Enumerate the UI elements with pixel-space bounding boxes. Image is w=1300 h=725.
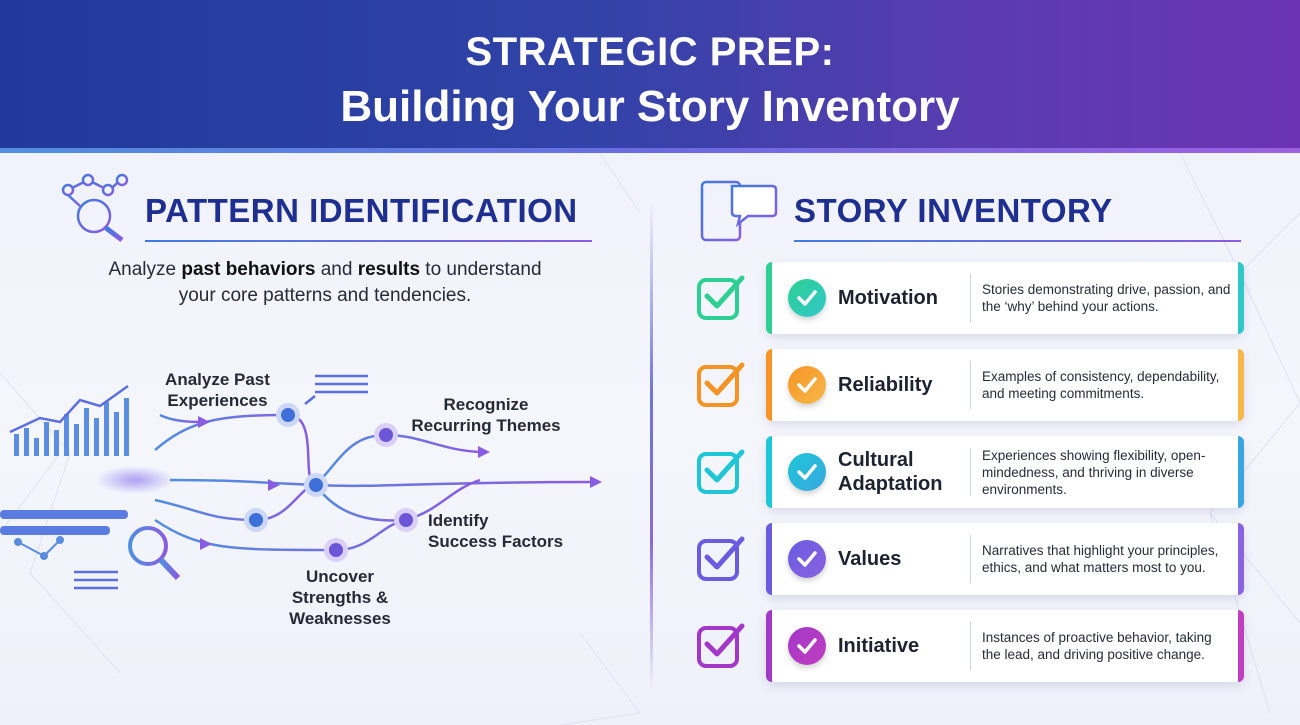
story-name: Reliability — [838, 374, 933, 396]
story-card: Cultural Adaptation Experiences showing f… — [766, 436, 1244, 508]
story-row-values: Values Narratives that highlight your pri… — [696, 523, 1246, 595]
checkbox-icon — [697, 275, 745, 320]
card-accent-left — [766, 523, 772, 595]
story-description: Narratives that highlight your principle… — [982, 543, 1219, 575]
header-banner: STRATEGIC PREP: Building Your Story Inve… — [0, 0, 1300, 148]
card-accent-right — [1238, 262, 1244, 334]
story-description: Instances of proactive behavior, taking … — [982, 630, 1212, 662]
story-name: Motivation — [838, 287, 938, 309]
story-description: Experiences showing flexibility, open-mi… — [982, 447, 1206, 497]
card-accent-right — [1238, 523, 1244, 595]
card-separator — [970, 361, 971, 409]
card-accent-left — [766, 349, 772, 421]
story-card: Reliability Examples of consistency, depe… — [766, 349, 1244, 421]
magnifier-icon — [128, 526, 181, 581]
pattern-identification-title: PATTERN IDENTIFICATION — [145, 192, 578, 229]
story-name: Initiative — [838, 635, 920, 657]
story-name: Values — [838, 548, 902, 570]
checkbox-icon — [697, 536, 745, 581]
check-circle-icon — [788, 627, 826, 665]
card-accent-left — [766, 262, 772, 334]
story-row-initiative: Initiative Instances of proactive behavio… — [696, 610, 1246, 682]
story-row-cultural-adaptation: Cultural Adaptation Experiences showing f… — [696, 436, 1246, 508]
card-separator — [970, 274, 971, 322]
checkbox-icon — [697, 362, 745, 407]
story-inventory-title: STORY INVENTORY — [794, 192, 1113, 229]
story-card: Motivation Stories demonstrating drive, p… — [766, 262, 1244, 334]
page-title-line1: STRATEGIC PREP: — [465, 30, 835, 74]
card-accent-right — [1238, 610, 1244, 682]
header-accent-line — [0, 148, 1300, 153]
card-separator — [970, 448, 971, 496]
story-title-underline — [794, 240, 1241, 242]
pattern-intro-text: Analyze past behaviors and results to un… — [108, 259, 542, 306]
section-divider — [650, 200, 653, 690]
check-circle-icon — [788, 453, 826, 491]
story-name: Cultural Adaptation — [838, 449, 943, 495]
card-accent-left — [766, 610, 772, 682]
bar-chart-icon — [14, 398, 129, 456]
story-row-reliability: Reliability Examples of consistency, depe… — [696, 349, 1246, 421]
card-separator — [970, 535, 971, 583]
check-circle-icon — [788, 279, 826, 317]
card-separator — [970, 622, 971, 670]
card-accent-right — [1238, 436, 1244, 508]
check-circle-icon — [788, 366, 826, 404]
story-description: Examples of consistency, dependability, … — [982, 369, 1220, 401]
checkbox-icon — [697, 449, 745, 494]
checkbox-icon — [697, 623, 745, 668]
pattern-title-underline — [145, 240, 592, 242]
network-search-icon — [61, 173, 129, 242]
check-circle-icon — [788, 540, 826, 578]
notebook-chat-icon — [696, 180, 778, 242]
pattern-flow-diagram — [0, 374, 602, 590]
story-description: Stories demonstrating drive, passion, an… — [982, 282, 1231, 314]
card-accent-right — [1238, 349, 1244, 421]
page-title-line2: Building Your Story Inventory — [340, 82, 960, 131]
story-row-motivation: Motivation Stories demonstrating drive, p… — [696, 262, 1246, 334]
story-card: Values Narratives that highlight your pri… — [766, 523, 1244, 595]
card-accent-left — [766, 436, 772, 508]
story-card: Initiative Instances of proactive behavio… — [766, 610, 1244, 682]
